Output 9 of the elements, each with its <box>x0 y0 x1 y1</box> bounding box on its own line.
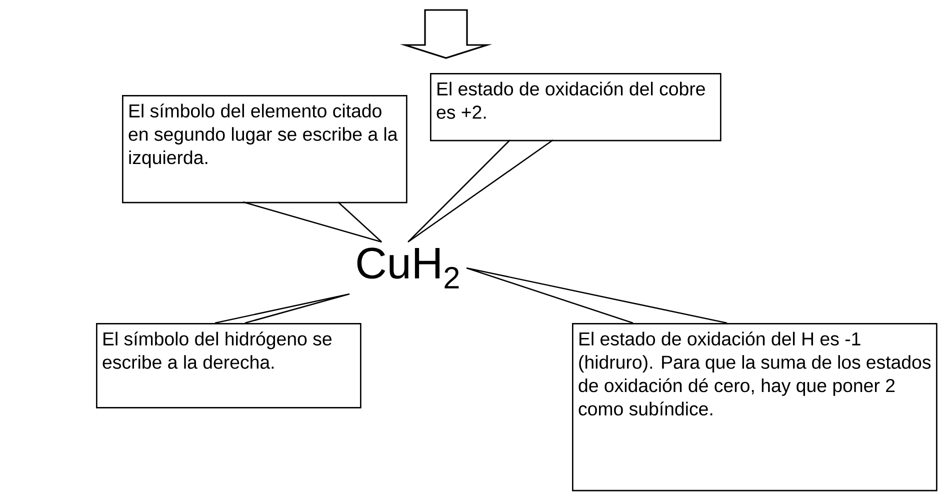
callout-tail <box>214 293 350 324</box>
callout-box: El estado de oxidación del H es -1 (hidruro). Para que la suma de los estados de oxidación dé cero, hay que poner 2 como subíndice. <box>572 323 938 492</box>
callout-box: El símbolo del elemento citado en segundo lugar se escribe a la izquierda. <box>122 95 408 204</box>
callout-box: El símbolo del hidrógeno se escribe a la derecha. <box>96 323 362 408</box>
callout-tail <box>407 139 554 243</box>
callout-box: El estado de oxidación del cobre es +2. <box>430 73 722 142</box>
callout-tail <box>242 201 382 243</box>
callout-tail <box>466 267 728 324</box>
formula-text: CuH$_{2}$ <box>357 248 459 288</box>
